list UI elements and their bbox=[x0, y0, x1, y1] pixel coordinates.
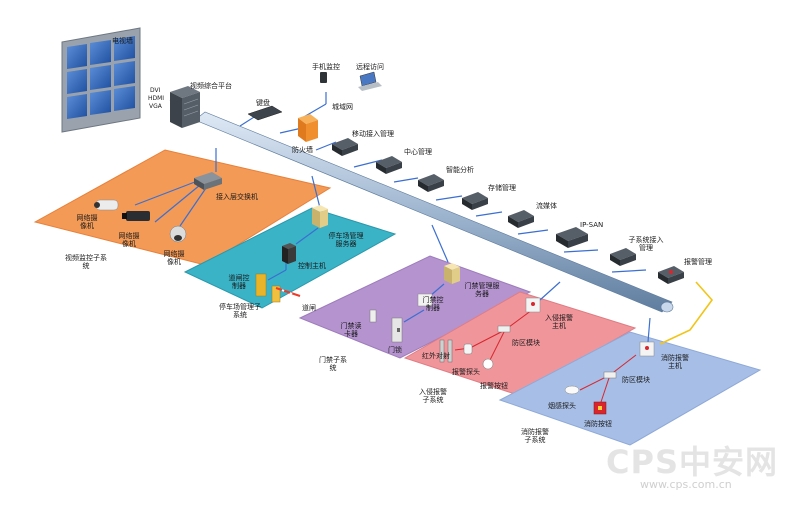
gate-controller-label: 道闸控制器 bbox=[228, 274, 250, 290]
watermark-url: www.cps.com.cn bbox=[640, 478, 732, 491]
fire-zone-module-icon bbox=[603, 371, 617, 379]
smoke-detector-label: 烟感探头 bbox=[548, 402, 576, 410]
network-camera-2-icon bbox=[122, 211, 150, 221]
alarm-button-label: 报警按钮 bbox=[480, 382, 508, 390]
intrusion-host-label: 入侵报警主机 bbox=[545, 314, 573, 330]
access-controller-label: 门禁控制器 bbox=[422, 296, 444, 312]
access-subsystem-title: 门禁子系统 bbox=[319, 356, 347, 372]
ip-san-module-icon bbox=[556, 227, 588, 248]
fire-host-label: 消防报警主机 bbox=[661, 354, 689, 370]
firewall-icon bbox=[298, 114, 318, 142]
intelligent-analysis-module-icon bbox=[418, 174, 444, 192]
storage-management-module-icon bbox=[462, 192, 488, 210]
intrusion-subsystem-platform bbox=[403, 291, 637, 396]
door-lock-label: 门锁 bbox=[388, 346, 402, 354]
fire-zone-module-label: 防区模块 bbox=[622, 376, 650, 384]
fire-button-label: 消防按钮 bbox=[584, 420, 612, 428]
connection-lines bbox=[134, 92, 647, 323]
access-switch-icon bbox=[194, 172, 222, 190]
gate-icon bbox=[271, 285, 301, 303]
access-switch-label: 接入层交换机 bbox=[216, 193, 258, 201]
keyboard-label: 键盘 bbox=[256, 99, 270, 107]
infrared-beam-label: 红外对射 bbox=[422, 352, 450, 360]
camera-2-label: 网络摄像机 bbox=[118, 232, 140, 248]
camera-3-label: 网络摄像机 bbox=[163, 250, 185, 266]
fire-subsystem-title: 消防报警子系统 bbox=[521, 428, 549, 444]
streaming-media-module-icon bbox=[508, 210, 534, 228]
video-platform-icon bbox=[170, 86, 200, 128]
access-controller-icon bbox=[417, 293, 433, 307]
backbone-network-pipe bbox=[194, 111, 674, 313]
parking-server-label: 停车场管理服务器 bbox=[328, 232, 364, 248]
video-platform-label: 视频综合平台 bbox=[190, 82, 232, 90]
alarm-management-module-icon bbox=[658, 266, 684, 284]
infrared-beam-icon bbox=[439, 339, 453, 363]
module-label-subsystem-access: 子系统接入管理 bbox=[628, 236, 664, 252]
module-boxes bbox=[332, 138, 684, 284]
intrusion-zone-module-label: 防区模块 bbox=[512, 339, 540, 347]
alarm-button-icon bbox=[482, 358, 494, 370]
camera-1-label: 网络摄像机 bbox=[76, 214, 98, 230]
wan-label: 城域网 bbox=[332, 103, 353, 111]
mobile-monitor-label: 手机监控 bbox=[312, 63, 340, 71]
fire-button-inner bbox=[598, 406, 602, 410]
fire-to-backbone-link bbox=[647, 317, 651, 343]
port-label-vga: VGA bbox=[149, 103, 162, 110]
gate-label: 道闸 bbox=[302, 304, 316, 312]
watermark-brand: CPS中安网 bbox=[606, 443, 778, 481]
module-label-ip-san: IP-SAN bbox=[580, 221, 604, 229]
network-camera-1-icon bbox=[94, 199, 119, 211]
video-subsystem-platform bbox=[33, 149, 332, 266]
gate-controller-icon bbox=[255, 273, 267, 297]
alarm-detector-label: 报警探头 bbox=[452, 368, 480, 376]
access-server-icon bbox=[444, 263, 460, 284]
access-server-label: 门禁管理服务器 bbox=[464, 282, 500, 298]
card-reader-icon bbox=[369, 309, 377, 323]
center-management-module-icon bbox=[376, 156, 402, 174]
subsystem-access-module-icon bbox=[610, 248, 636, 266]
port-label-dvi: DVI bbox=[150, 87, 161, 94]
mobile-access-module-icon bbox=[332, 138, 358, 156]
fire-subsystem-platform bbox=[498, 331, 762, 446]
video-subsystem-title: 视频监控子系统 bbox=[65, 254, 107, 270]
laptop-icon bbox=[358, 71, 382, 91]
alarm-management-link bbox=[659, 281, 714, 345]
remote-access-label: 远程访问 bbox=[356, 63, 384, 71]
card-reader-label: 门禁读卡器 bbox=[340, 322, 362, 338]
port-label-hdmi: HDMI bbox=[148, 95, 165, 102]
intrusion-host-led bbox=[531, 302, 535, 306]
module-label-alarm-management: 报警管理 bbox=[684, 258, 712, 266]
tv-wall bbox=[61, 27, 141, 133]
tv-wall-label: 电视墙 bbox=[112, 37, 133, 45]
intrusion-to-backbone-link bbox=[539, 281, 561, 301]
intrusion-zone-module-icon bbox=[497, 325, 511, 333]
fire-host-led bbox=[645, 346, 649, 350]
alarm-detector-icon bbox=[463, 343, 473, 355]
module-label-mobile-access: 移动接入管理 bbox=[352, 130, 394, 138]
module-label-streaming: 流媒体 bbox=[536, 202, 557, 210]
control-host-icon bbox=[282, 243, 296, 264]
parking-server-icon bbox=[312, 205, 328, 228]
module-label-storage: 存储管理 bbox=[488, 184, 516, 192]
intrusion-subsystem-title: 入侵报警子系统 bbox=[419, 388, 447, 404]
mobile-phone-icon bbox=[320, 72, 327, 83]
smoke-detector-icon bbox=[564, 385, 580, 395]
access-subsystem-platform bbox=[298, 255, 532, 359]
module-label-intelligent-analysis: 智能分析 bbox=[446, 166, 474, 174]
module-label-center-management: 中心管理 bbox=[404, 148, 432, 156]
network-camera-3-icon bbox=[169, 225, 187, 243]
control-host-label: 控制主机 bbox=[298, 262, 326, 270]
keyboard-icon bbox=[247, 105, 283, 121]
door-lock-icon bbox=[391, 317, 403, 343]
parking-subsystem-title: 停车场管理子系统 bbox=[219, 303, 261, 319]
firewall-label: 防火墙 bbox=[292, 146, 313, 154]
